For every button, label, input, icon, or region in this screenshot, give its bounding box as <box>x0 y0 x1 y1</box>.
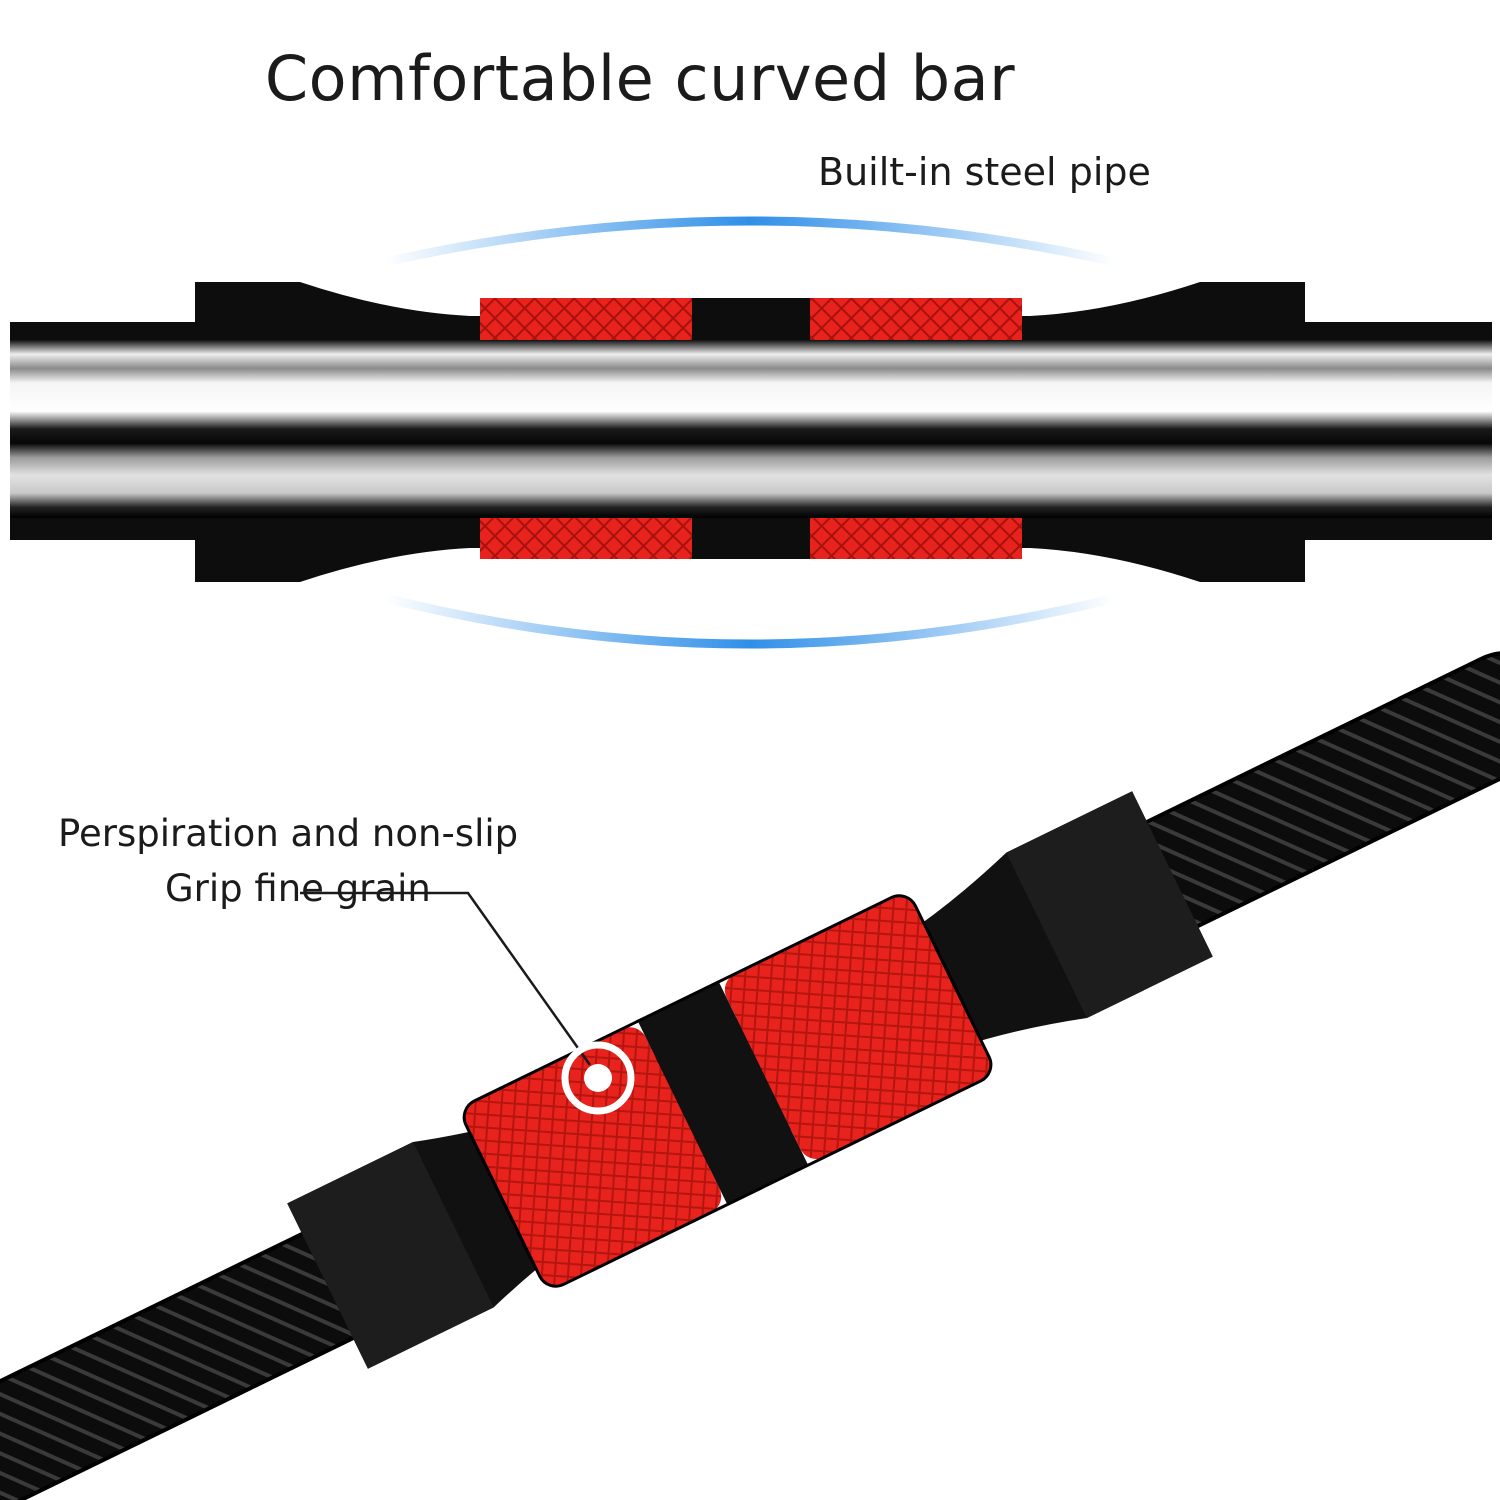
grip-callout-line-2: Grip fine grain <box>165 867 431 910</box>
cross-section-bar <box>10 282 1492 582</box>
upper-bend-arc <box>380 216 1120 267</box>
steel-pipe-label: Built-in steel pipe <box>818 150 1151 194</box>
grip-callout-line-1: Perspiration and non-slip <box>58 812 519 855</box>
lower-bend-arc <box>380 593 1120 649</box>
callout-leader-line <box>300 891 592 1066</box>
target-ring-icon <box>561 1041 635 1115</box>
steel-pipe <box>10 340 1492 518</box>
page-title: Comfortable curved bar <box>264 42 1016 115</box>
angled-bar-closeup <box>0 650 1500 1500</box>
